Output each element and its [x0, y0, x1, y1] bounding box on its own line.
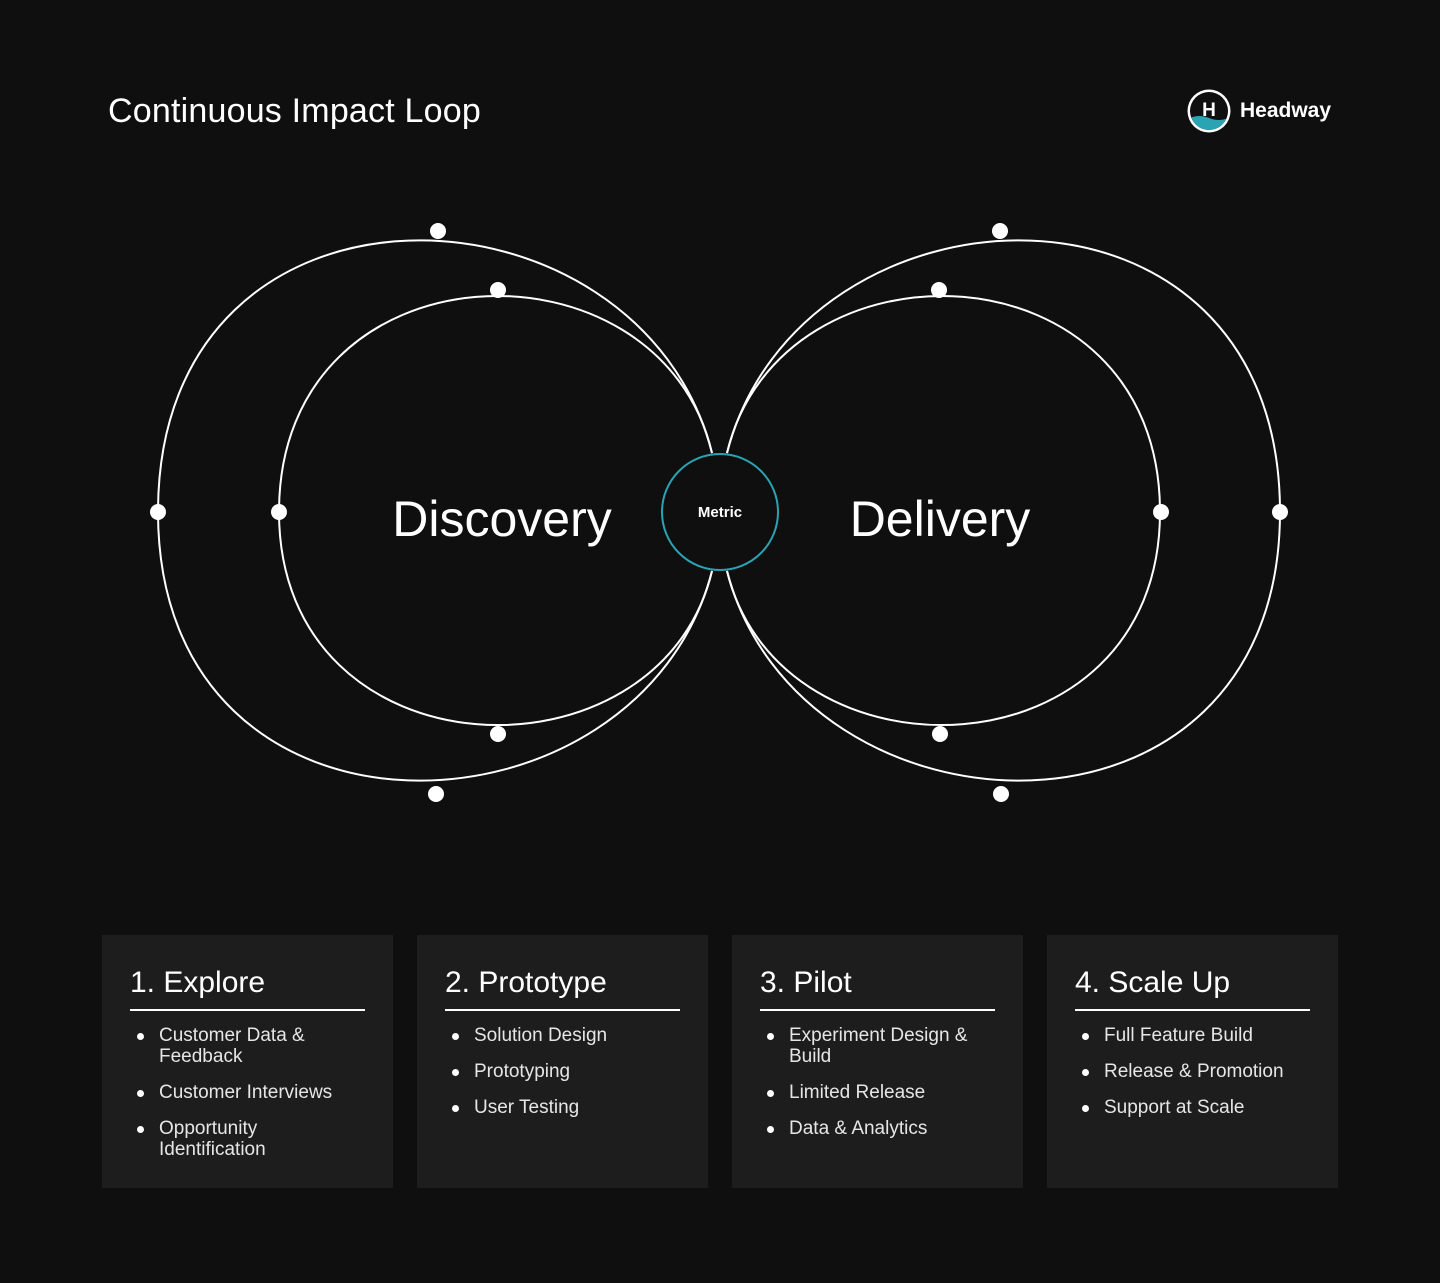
list-item: User Testing	[445, 1097, 680, 1118]
card-prototype: 2. Prototype Solution Design Prototyping…	[417, 935, 708, 1188]
page-title: Continuous Impact Loop	[108, 92, 481, 130]
brand-logo-link[interactable]: H Headway	[1186, 88, 1331, 134]
list-item: Customer Data & Feedback	[130, 1025, 365, 1067]
card-list: Solution Design Prototyping User Testing	[445, 1025, 680, 1118]
list-item: Prototyping	[445, 1061, 680, 1082]
card-list: Full Feature Build Release & Promotion S…	[1075, 1025, 1310, 1118]
metric-label: Metric	[698, 504, 742, 521]
list-item: Full Feature Build	[1075, 1025, 1310, 1046]
headway-logo-icon: H	[1187, 89, 1231, 133]
loop-node	[490, 282, 506, 298]
card-pilot: 3. Pilot Experiment Design & Build Limit…	[732, 935, 1023, 1188]
loop-node	[490, 726, 506, 742]
brand-name: Headway	[1240, 99, 1332, 122]
loop-node	[932, 726, 948, 742]
loop-node	[1153, 504, 1169, 520]
metric-circle	[661, 453, 779, 571]
card-title: 2. Prototype	[445, 965, 680, 1011]
list-item: Solution Design	[445, 1025, 680, 1046]
loop-node	[931, 282, 947, 298]
loop-node	[271, 504, 287, 520]
list-item: Release & Promotion	[1075, 1061, 1310, 1082]
discovery-label: Discovery	[392, 491, 611, 547]
loop-node	[993, 786, 1009, 802]
loop-node	[992, 223, 1008, 239]
card-title: 1. Explore	[130, 965, 365, 1011]
loop-node	[428, 786, 444, 802]
card-title: 4. Scale Up	[1075, 965, 1310, 1011]
loop-node	[1272, 504, 1288, 520]
card-explore: 1. Explore Customer Data & Feedback Cust…	[102, 935, 393, 1188]
list-item: Customer Interviews	[130, 1082, 365, 1103]
list-item: Support at Scale	[1075, 1097, 1310, 1118]
logo-letter: H	[1202, 100, 1216, 121]
list-item: Limited Release	[760, 1082, 995, 1103]
list-item: Opportunity Identification	[130, 1118, 365, 1160]
card-list: Customer Data & Feedback Customer Interv…	[130, 1025, 365, 1160]
list-item: Experiment Design & Build	[760, 1025, 995, 1067]
loop-node	[150, 504, 166, 520]
card-scale-up: 4. Scale Up Full Feature Build Release &…	[1047, 935, 1338, 1188]
delivery-label: Delivery	[850, 491, 1031, 547]
list-item: Data & Analytics	[760, 1118, 995, 1139]
impact-loop-diagram: Metric Discovery Delivery	[150, 223, 1288, 802]
card-list: Experiment Design & Build Limited Releas…	[760, 1025, 995, 1139]
card-title: 3. Pilot	[760, 965, 995, 1011]
phase-cards: 1. Explore Customer Data & Feedback Cust…	[102, 935, 1338, 1188]
loop-node	[430, 223, 446, 239]
